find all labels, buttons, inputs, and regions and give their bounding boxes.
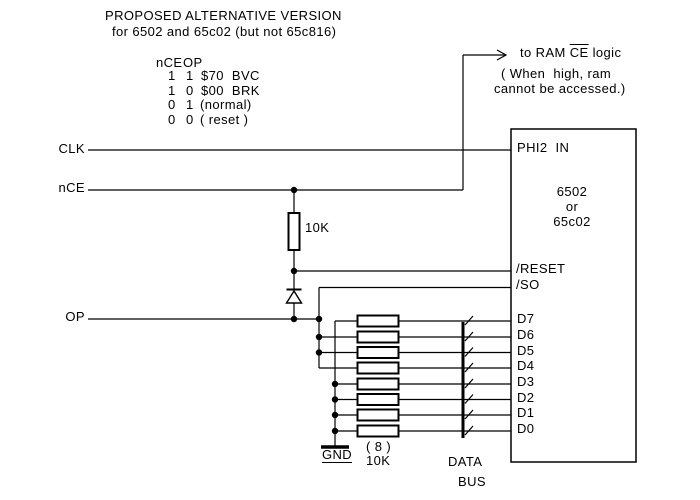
tt-r4-nce: 0 [168, 112, 176, 127]
tt-r2-op: 0 [186, 83, 194, 98]
array-resistor [356, 346, 400, 359]
cpu-pin-d3: D3 [517, 374, 535, 389]
cpu-pin-d5: D5 [517, 342, 535, 358]
array-resistor [356, 424, 400, 438]
resistor-array-value-label: 10K [366, 453, 391, 468]
signal-label-clk: CLK [58, 141, 85, 156]
cpu-name-line3: 65c02 [553, 214, 591, 229]
cpu-name-line2: or [565, 199, 579, 214]
tt-r4-result: ( reset ) [200, 112, 249, 127]
cpu-pin-d0: D0 [517, 421, 535, 436]
signal-label-op: OP [65, 309, 85, 324]
ram-ce-annotation: to RAM CE logic [520, 46, 621, 60]
array-resistor [356, 408, 400, 422]
array-resistor [356, 314, 400, 328]
tt-r4-op: 0 [186, 112, 194, 127]
tt-r1-op: 1 [186, 68, 194, 83]
resistor-array [356, 314, 400, 438]
ram-ce-overlined: CE [569, 45, 589, 60]
cpu-pin-d6: D6 [517, 327, 535, 342]
cpu-pin-phi2: PHI2 IN [517, 140, 570, 155]
tt-r3-nce: 0 [168, 97, 176, 112]
title-line2: for 6502 and 65c02 (but not 65c816) [112, 24, 337, 39]
cpu-pin-so: /SO [516, 277, 540, 292]
tt-r2-nce: 1 [168, 83, 176, 98]
truth-table-header-op: OP [183, 55, 203, 70]
array-resistor [356, 393, 400, 406]
tt-r1-nce: 1 [168, 68, 176, 83]
cpu-pin-reset: /RESET [516, 261, 566, 276]
truth-table-header-nce: nCE [156, 55, 183, 70]
signal-label-nce: nCE [58, 180, 85, 195]
diode-icon [285, 271, 303, 319]
data-bus-label-line2: BUS [458, 474, 486, 489]
ram-ce-pre: to RAM [520, 45, 570, 60]
cpu-pin-d7: D7 [517, 311, 535, 326]
ram-ce-post: logic [588, 45, 622, 60]
data-bus-label-line1: DATA [448, 454, 483, 469]
array-resistor [356, 377, 400, 391]
array-resistor [356, 330, 400, 344]
ram-arrowhead-icon [496, 49, 508, 61]
data-pin-wires [398, 320, 511, 432]
cpu-pin-d2: D2 [517, 389, 535, 405]
ram-note-line2: cannot be accessed.) [494, 81, 626, 96]
resistor-array-count-label: ( 8 ) [366, 439, 392, 454]
cpu-pin-d4: D4 [517, 358, 535, 373]
pullup-resistor [287, 212, 301, 251]
pullup-value-label: 10K [305, 220, 330, 235]
ram-note-line1: ( When high, ram [501, 66, 612, 81]
bus-slash-marks [464, 315, 474, 436]
array-resistor [356, 361, 400, 375]
title-line1: PROPOSED ALTERNATIVE VERSION [105, 8, 342, 23]
gnd-label: GND [322, 447, 353, 463]
tt-r2-result: $00 BRK [201, 83, 260, 98]
junction-dots [290, 186, 339, 435]
tt-r1-result: $70 BVC [201, 68, 260, 83]
cpu-name-line1: 6502 [556, 184, 588, 199]
cpu-box [510, 128, 637, 463]
tt-r3-op: 1 [186, 97, 194, 112]
tt-r3-result: (normal) [200, 97, 252, 112]
cpu-pin-d1: D1 [517, 405, 535, 420]
